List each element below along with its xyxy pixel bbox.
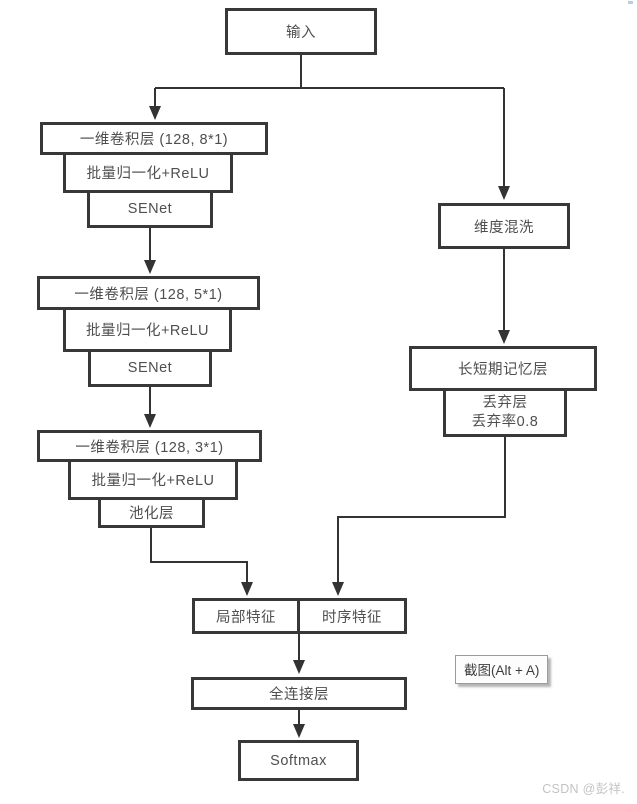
node-lstm: 长短期记忆层 — [409, 346, 597, 391]
node-batchnorm3: 批量归一化+ReLU — [68, 459, 238, 500]
node-local-features: 局部特征 — [192, 598, 300, 634]
csdn-watermark: CSDN @彭祥. — [542, 782, 625, 796]
corner-artifact — [628, 1, 633, 4]
node-conv1: 一维卷积层 (128, 8*1) — [40, 122, 268, 155]
node-softmax: Softmax — [238, 740, 359, 781]
node-conv3: 一维卷积层 (128, 3*1) — [37, 430, 262, 462]
node-dropout: 丢弃层 丢弃率0.8 — [443, 388, 567, 437]
edge-dropout-to-temporalfeat — [332, 437, 506, 596]
screenshot-tooltip: 截图(Alt + A) — [455, 655, 549, 684]
node-senet2: SENet — [88, 349, 212, 387]
node-temporal-features: 时序特征 — [297, 598, 407, 634]
dropout-rate-label: 丢弃率0.8 — [471, 413, 539, 430]
node-batchnorm1: 批量归一化+ReLU — [63, 152, 233, 193]
node-input: 输入 — [225, 8, 377, 55]
node-conv2: 一维卷积层 (128, 5*1) — [37, 276, 260, 310]
node-batchnorm2: 批量归一化+ReLU — [63, 307, 232, 352]
node-pooling: 池化层 — [98, 497, 205, 528]
dropout-label: 丢弃层 — [482, 394, 528, 411]
node-fully-connected: 全连接层 — [191, 677, 407, 710]
node-dimension-shuffle: 维度混洗 — [438, 203, 570, 249]
edge-pool-to-localfeat — [150, 528, 253, 596]
node-senet1: SENet — [87, 190, 213, 228]
